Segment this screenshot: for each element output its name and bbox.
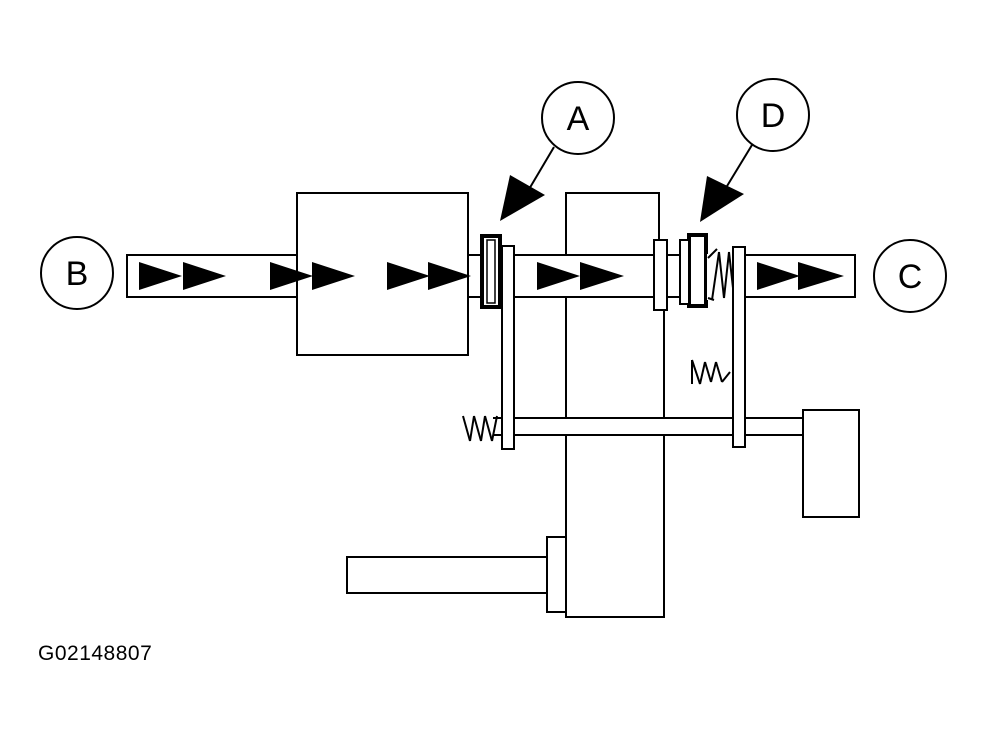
flow-arrow xyxy=(428,262,471,290)
callout-a-pointer xyxy=(500,146,555,221)
flow-arrow xyxy=(183,262,226,290)
center-housing xyxy=(565,192,665,618)
callout-b: B xyxy=(40,236,114,310)
callout-d-label: D xyxy=(761,97,786,135)
flow-arrow xyxy=(387,262,430,290)
clutch-collar-a xyxy=(480,234,502,309)
flow-arrow xyxy=(537,262,580,290)
shift-fork-d xyxy=(732,246,746,448)
callout-b-label: B xyxy=(66,255,89,293)
detent-spring xyxy=(690,358,732,385)
flow-arrow xyxy=(270,262,313,290)
lower-stub-shaft xyxy=(346,556,550,594)
shift-actuator-block xyxy=(802,409,860,518)
flow-arrow xyxy=(139,262,182,290)
callout-c-label: C xyxy=(898,258,923,296)
flow-arrow xyxy=(798,262,844,290)
callout-d: D xyxy=(736,78,810,152)
callout-d-pointer xyxy=(700,144,753,222)
figure-id: G02148807 xyxy=(38,642,153,665)
shift-fork-a xyxy=(501,245,515,450)
flow-arrow xyxy=(580,262,624,290)
callout-c: C xyxy=(873,239,947,313)
shaft-spring xyxy=(707,248,735,301)
flow-arrow xyxy=(312,262,355,290)
clutch-collar-d-washer xyxy=(679,239,690,305)
callout-a-label: A xyxy=(567,100,590,138)
clutch-collar-d xyxy=(687,233,708,308)
lower-stub-collar xyxy=(546,536,567,613)
rail-return-spring xyxy=(462,415,498,442)
spacer-collar xyxy=(653,239,668,311)
callout-a: A xyxy=(541,81,615,155)
clutch-collar-a-inner xyxy=(486,239,496,304)
flow-arrow xyxy=(757,262,800,290)
shift-rail xyxy=(482,417,806,436)
